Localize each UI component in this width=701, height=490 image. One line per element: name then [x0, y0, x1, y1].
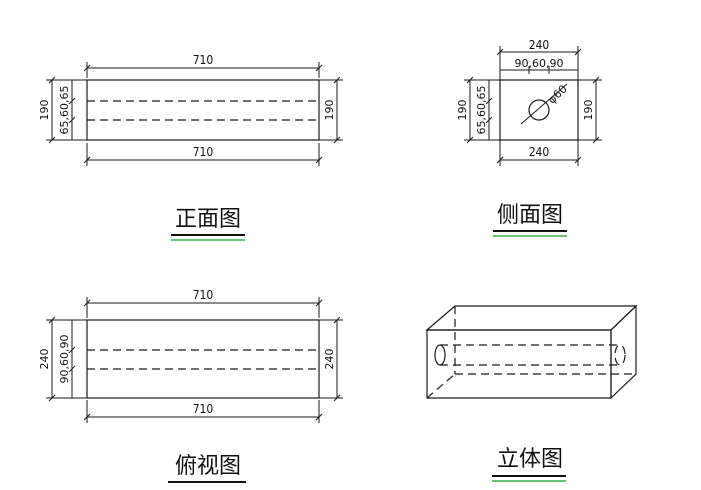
side-view-title: 侧面图: [493, 203, 567, 237]
iso-view: 立体图: [425, 304, 638, 482]
top-width-left-label: 240: [38, 349, 51, 370]
front-dimension-height-left: 190: [38, 76, 87, 144]
top-width-right-label: 240: [323, 349, 336, 370]
iso-top-face: [425, 305, 638, 331]
side-dimension-width-segments: 90,60,90: [500, 57, 578, 74]
front-length-bottom-label: 710: [193, 145, 214, 159]
front-dimension-height-right: 190: [319, 76, 343, 144]
iso-right-face: [610, 304, 637, 400]
front-dimension-length-bottom: 710: [83, 143, 323, 166]
top-view-title: 俯视图: [168, 454, 246, 483]
front-height-right-label: 190: [323, 100, 336, 121]
top-view: 710 710 240 90,60,90: [38, 288, 343, 483]
iso-view-title-text: 立体图: [497, 447, 563, 472]
side-view: φ60 240 90,60,90 240: [456, 38, 602, 237]
top-dimension-width-left: 240: [38, 316, 87, 402]
top-view-title-text: 俯视图: [175, 454, 241, 479]
front-view-title-text: 正面图: [175, 207, 241, 232]
top-dimension-length-top: 710: [83, 288, 323, 318]
side-width-top-label: 240: [529, 38, 550, 52]
side-width-bottom-label: 240: [529, 145, 550, 159]
side-dimension-width-top: 240: [496, 38, 582, 80]
front-hole-offsets-label: 65,60,65: [58, 86, 71, 135]
top-hole-offsets-label: 90,60,90: [58, 335, 71, 384]
iso-hole-back-ellipse: [614, 344, 626, 366]
front-view-outline: [86, 79, 320, 141]
top-dimension-hole-offsets: 90,60,90: [58, 320, 76, 398]
side-hole-offsets-label: 65,60,65: [475, 86, 488, 135]
side-dimension-height-right: 190: [578, 76, 602, 144]
front-dimension-length-top: 710: [83, 53, 323, 78]
front-height-left-label: 190: [38, 100, 51, 121]
front-length-top-label: 710: [193, 53, 214, 67]
side-dimension-height-left: 190: [456, 76, 500, 144]
top-dimension-width-right: 240: [319, 316, 343, 402]
side-view-title-text: 侧面图: [497, 203, 563, 228]
iso-hidden-edge-diagonal: [426, 373, 456, 399]
side-dimension-hole-offsets: 65,60,65: [475, 80, 493, 140]
iso-view-title: 立体图: [492, 447, 566, 482]
side-dimension-width-bottom: 240: [496, 140, 582, 166]
top-length-bottom-label: 710: [193, 402, 214, 416]
top-dimension-length-bottom: 710: [83, 400, 323, 423]
top-view-outline: [86, 319, 320, 399]
side-view-diameter-leader: [520, 83, 568, 125]
front-dimension-hole-offsets: 65,60,65: [58, 80, 76, 140]
side-height-right-label: 190: [582, 100, 595, 121]
iso-hole-front-ellipse: [434, 344, 446, 366]
side-hole-diameter-label: φ60: [545, 82, 569, 106]
front-view: 710 710 190 65,60,65: [38, 53, 343, 241]
side-view-hole-circle: [528, 99, 550, 121]
top-length-top-label: 710: [193, 288, 214, 302]
front-view-title: 正面图: [171, 207, 245, 241]
side-view-outline: [499, 79, 579, 141]
side-width-segments-label: 90,60,90: [515, 57, 564, 70]
side-height-left-label: 190: [456, 100, 469, 121]
